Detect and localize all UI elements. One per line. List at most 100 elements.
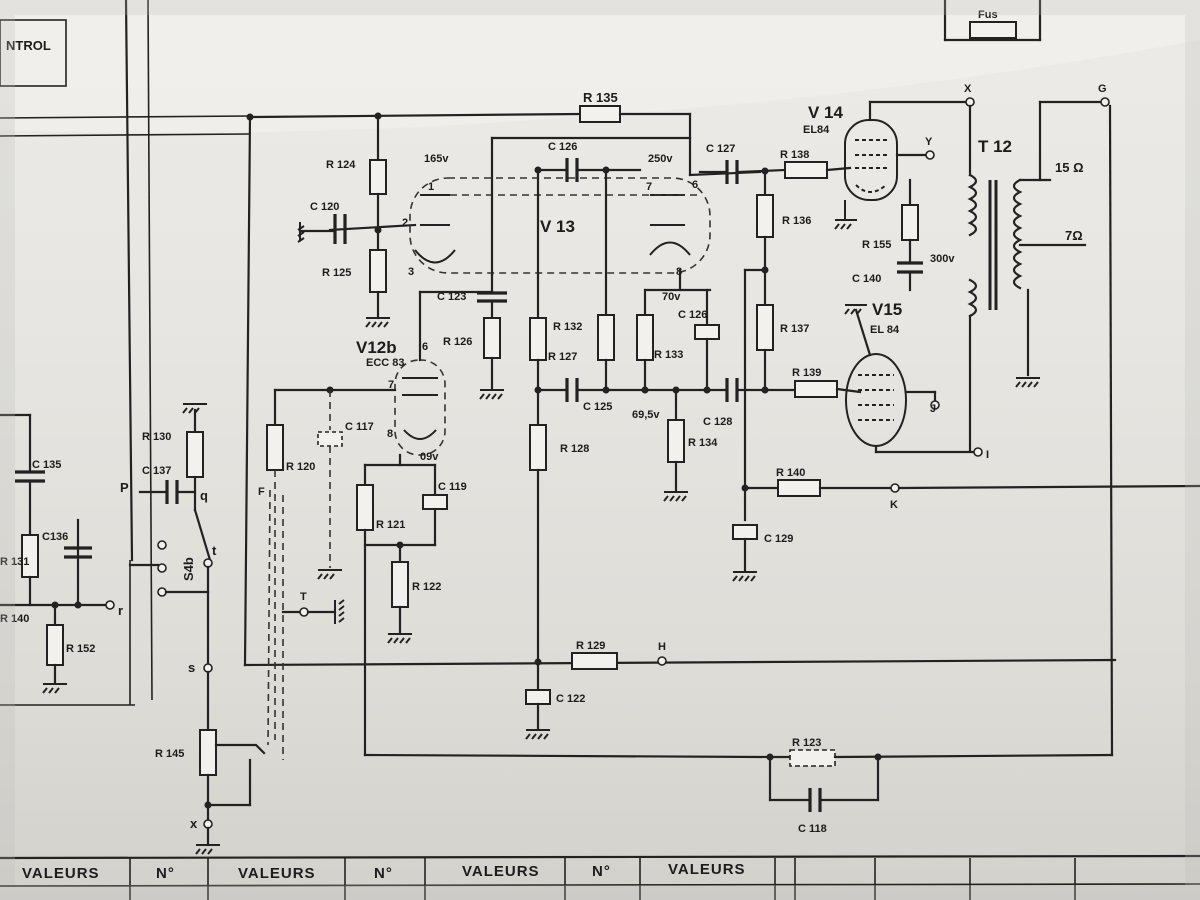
fuse (969, 21, 1017, 39)
voltage-250v: 250v (648, 153, 673, 165)
resistor-r137 (756, 304, 774, 351)
label-r145: R 145 (155, 748, 184, 760)
label-c129: C 129 (764, 533, 793, 545)
svg-text:1: 1 (428, 181, 434, 193)
terminal-t (299, 607, 309, 617)
tube-v13-envelope (409, 177, 711, 274)
resistor-r133 (636, 314, 654, 361)
label-r124: R 124 (326, 159, 356, 171)
parts-table: VALEURS N° VALEURS N° VALEURS N° VALEURS (0, 854, 1200, 900)
terminal-y (925, 150, 935, 160)
label-c126-top: C 126 (548, 141, 577, 153)
resistor-r136 (756, 194, 774, 238)
label-r134: R 134 (688, 437, 718, 449)
label-v13: V 13 (540, 217, 575, 236)
resistor-r140 (777, 479, 821, 497)
table-header-1: VALEURS (22, 865, 100, 882)
terminal-k (890, 483, 900, 493)
label-r127: R 127 (548, 351, 577, 363)
capacitor-c126-electrolytic (694, 324, 720, 340)
label-c136: C136 (42, 531, 68, 543)
table-header-2: N° (156, 865, 175, 882)
table-header-7: VALEURS (668, 861, 746, 878)
resistor-r128 (529, 424, 547, 471)
svg-text:6: 6 (692, 179, 698, 191)
label-r130: R 130 (142, 431, 171, 443)
label-r132: R 132 (553, 321, 582, 333)
label-r137: R 137 (780, 323, 809, 335)
label-r120: R 120 (286, 461, 315, 473)
label-c135: C 135 (32, 459, 61, 471)
label-r123: R 123 (792, 737, 821, 749)
resistor-r123 (789, 749, 836, 767)
label-r152: R 152 (66, 643, 95, 655)
label-r125: R 125 (322, 267, 351, 279)
label-terminal-g: G (1098, 83, 1107, 95)
label-r131: R 131 (0, 556, 29, 568)
label-c122: C 122 (556, 693, 585, 705)
label-r122: R 122 (412, 581, 441, 593)
label-c118: C 118 (798, 823, 827, 835)
capacitor-c119 (422, 494, 448, 510)
table-header-6: N° (592, 863, 611, 880)
terminal-h (657, 656, 667, 666)
resistor-r126 (483, 317, 501, 359)
label-terminal-h: H (658, 641, 666, 653)
svg-text:7: 7 (388, 379, 394, 391)
label-r136: R 136 (782, 215, 811, 227)
resistor-r134 (667, 419, 685, 463)
resistor-r127 (529, 317, 547, 361)
label-switch-s4b: S4b (181, 557, 196, 581)
svg-text:6: 6 (422, 341, 428, 353)
svg-text:2: 2 (402, 217, 408, 229)
label-c127: C 127 (706, 143, 735, 155)
label-terminal-p: P (120, 480, 129, 495)
resistor-r135 (579, 105, 621, 123)
label-r155: R 155 (862, 239, 891, 251)
svg-text:8: 8 (387, 428, 393, 440)
label-terminal-q: q (200, 488, 208, 503)
table-header-5: VALEURS (462, 863, 540, 880)
resistor-r132 (597, 314, 615, 361)
label-r121: R 121 (376, 519, 405, 531)
resistor-r124 (369, 159, 387, 195)
voltage-69-5v: 69,5v (632, 409, 660, 421)
label-c126-cathode: C 126 (678, 309, 707, 321)
output-7-ohm: 7Ω (1065, 228, 1083, 243)
resistor-r125 (369, 249, 387, 293)
label-c120: C 120 (310, 201, 339, 213)
label-terminal-k: K (890, 499, 898, 511)
resistor-r129 (571, 652, 618, 670)
tube-v12b (394, 359, 446, 456)
label-c125: C 125 (583, 401, 612, 413)
label-terminal-x-bottom: x (190, 816, 198, 831)
voltage-09v: 09v (420, 451, 439, 463)
terminal-i (973, 447, 983, 457)
resistor-r155 (901, 204, 919, 241)
resistor-r120 (266, 424, 284, 471)
label-v15: V15 (872, 300, 902, 319)
label-v12b: V12b (356, 338, 397, 357)
terminal-g (1100, 97, 1110, 107)
tube-v14 (844, 119, 898, 201)
label-terminal-j: J (930, 403, 936, 415)
label-t12: T 12 (978, 137, 1012, 156)
label-c140: C 140 (852, 273, 881, 285)
voltage-300v: 300v (930, 253, 955, 265)
resistor-r122 (391, 561, 409, 608)
label-r126: R 126 (443, 336, 472, 348)
label-terminal-y: Y (925, 136, 933, 148)
resistor-r145 (199, 729, 217, 776)
title-box (0, 19, 67, 87)
label-c119: C 119 (438, 481, 467, 493)
label-terminal-i: I (986, 449, 989, 461)
label-c123: C 123 (437, 291, 466, 303)
label-v12b-type: ECC 83 (366, 357, 405, 369)
voltage-165v: 165v (424, 153, 449, 165)
capacitor-c117 (317, 431, 343, 447)
label-r135: R 135 (583, 90, 618, 105)
label-r128: R 128 (560, 443, 589, 455)
table-header-4: N° (374, 865, 393, 882)
